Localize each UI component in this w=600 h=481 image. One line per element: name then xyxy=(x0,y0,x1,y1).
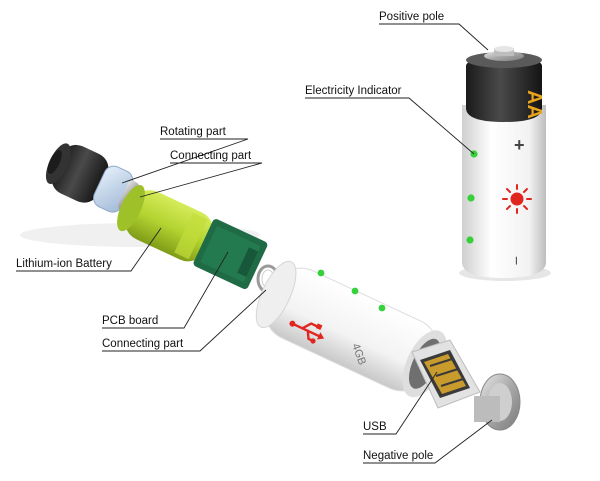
aa-marking: AA xyxy=(523,90,545,119)
leader-connecting-part-top xyxy=(139,162,263,198)
label-electricity-indicator: Electricity Indicator xyxy=(305,85,402,97)
positive-terminal-top xyxy=(494,46,514,52)
exploded-assembly xyxy=(20,143,521,431)
leader-usb xyxy=(363,371,438,435)
label-connecting-part-bottom: Connecting part xyxy=(102,338,184,350)
leader-pcb-board xyxy=(102,251,229,329)
indicator-led-2 xyxy=(467,194,475,202)
usb-connector xyxy=(411,339,481,409)
label-usb: USB xyxy=(363,421,387,433)
plus-marking: + xyxy=(514,135,525,155)
leader-electricity-indicator xyxy=(305,97,475,155)
label-pcb-board: PCB board xyxy=(102,315,159,327)
label-lithium-ion-battery: Lithium-ion Battery xyxy=(16,258,112,270)
indicator-led-5 xyxy=(351,287,359,295)
negative-pole-cap xyxy=(474,373,521,431)
minus-marking: − xyxy=(507,256,524,265)
indicator-led-6 xyxy=(378,304,386,312)
aa-top-cap xyxy=(466,58,542,122)
label-rotating-part: Rotating part xyxy=(160,126,226,138)
leader-connecting-part-bottom xyxy=(102,289,267,352)
lithium-ion-cell xyxy=(117,184,214,262)
leader-positive-pole xyxy=(379,23,489,51)
leader-rotating-part xyxy=(121,138,249,184)
label-positive-pole: Positive pole xyxy=(379,11,445,23)
indicator-led-4 xyxy=(317,269,325,277)
sun-icon xyxy=(502,184,532,214)
label-negative-pole: Negative pole xyxy=(363,450,434,462)
label-connecting-part-top: Connecting part xyxy=(170,150,252,162)
rotating-end-cap xyxy=(45,143,109,203)
aa-battery xyxy=(459,46,551,281)
pcb-board xyxy=(193,219,268,290)
leader-lithium-ion-battery xyxy=(16,227,162,272)
usb-symbol-icon xyxy=(289,320,325,344)
leader-lines xyxy=(16,23,493,464)
usb-body xyxy=(255,260,448,398)
aa-body xyxy=(462,105,546,278)
indicator-led-3 xyxy=(466,236,474,244)
leader-negative-pole xyxy=(363,419,493,464)
